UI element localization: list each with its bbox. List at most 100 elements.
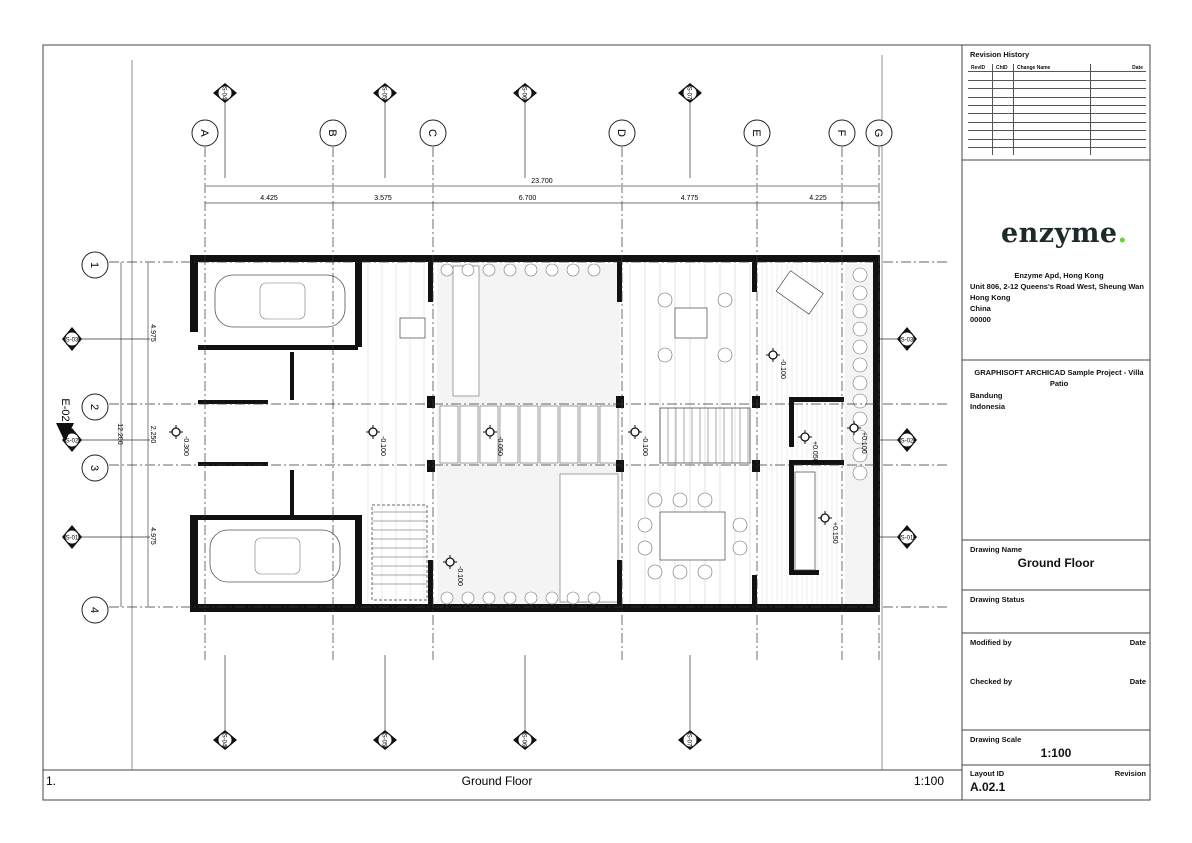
elevation-marker-arrow xyxy=(56,423,74,442)
level-marker-icon xyxy=(485,427,495,437)
grid-bubble-A xyxy=(191,119,219,147)
car-roof xyxy=(259,282,306,320)
section-marker-circle xyxy=(682,732,698,748)
section-marker-right: S-03 xyxy=(897,327,917,351)
col-chid: ChID xyxy=(992,64,1014,73)
level-marker-icon xyxy=(445,557,455,567)
wall xyxy=(789,460,794,575)
revision-history-table: RevID ChID Change Name Date xyxy=(968,64,1146,156)
car xyxy=(209,529,341,583)
drawing-title: Ground Floor xyxy=(462,774,533,788)
row-dimension: 4.975 xyxy=(149,324,156,342)
grid-bubble-B xyxy=(319,119,347,147)
planter xyxy=(524,591,538,605)
section-marker-label: S-05 xyxy=(381,87,387,100)
chair xyxy=(647,564,663,580)
drawing-scale-label: 1:100 xyxy=(914,774,944,788)
wall xyxy=(616,396,624,408)
layout-id-value: A.02.1 xyxy=(970,780,1006,794)
level-value: +0.150 xyxy=(831,522,838,544)
level-marker: -0.300 xyxy=(169,425,189,456)
chair xyxy=(637,540,653,556)
kitchen-counter xyxy=(794,471,816,571)
column-dimension: 4.775 xyxy=(681,195,699,202)
layout-id-label: Layout ID xyxy=(970,769,1005,778)
drawing-name-value: Ground Floor xyxy=(1017,556,1095,570)
planter xyxy=(545,591,559,605)
wall xyxy=(198,345,358,350)
revision-header-row: RevID ChID Change Name Date xyxy=(968,64,1146,73)
level-value: -0.100 xyxy=(779,359,786,379)
enzyme-logo: enzyme. xyxy=(1001,218,1128,249)
wall xyxy=(752,460,760,472)
location-line: Bandung xyxy=(970,391,1003,400)
grid-label: 4 xyxy=(88,607,100,613)
company-name: Enzyme Apd, Hong Kong xyxy=(1014,271,1104,280)
grid-bubble-1 xyxy=(81,251,109,279)
planter xyxy=(566,591,580,605)
planter xyxy=(461,591,475,605)
wall xyxy=(355,515,362,605)
level-marker-icon xyxy=(800,432,810,442)
chair xyxy=(672,564,688,580)
drawing-number: 1. xyxy=(46,774,56,788)
wall xyxy=(616,460,624,472)
overall-row-dimension: 12.200 xyxy=(116,423,123,445)
col-revid: RevID xyxy=(968,64,993,73)
location-line: Indonesia xyxy=(970,402,1006,411)
col-change-name: Change Name xyxy=(1013,64,1091,73)
section-marker-label: S-06 xyxy=(521,87,527,100)
wall xyxy=(752,262,757,292)
level-marker-icon xyxy=(630,427,640,437)
wall xyxy=(873,255,880,611)
level-value: +0.100 xyxy=(860,432,867,454)
drawing-scale-label: Drawing Scale xyxy=(970,735,1022,744)
sheet-border xyxy=(42,44,1151,801)
shrub xyxy=(852,339,868,355)
wall xyxy=(752,396,760,408)
grid-label: F xyxy=(835,130,847,137)
row-dimension: 4.975 xyxy=(149,527,156,545)
grid-bubble-G xyxy=(865,119,893,147)
modified-by-label: Modified by xyxy=(970,638,1012,647)
section-marker-label: S-07 xyxy=(686,734,692,747)
section-marker-top: S-06 xyxy=(513,83,537,103)
address-line: Hong Kong xyxy=(970,293,1011,302)
stepping-pad xyxy=(439,405,459,464)
planter xyxy=(587,263,601,277)
section-marker-bottom: S-04 xyxy=(213,730,237,750)
chair xyxy=(637,517,653,533)
wall xyxy=(428,560,433,604)
wall xyxy=(789,570,819,575)
section-marker-label: S-01 xyxy=(901,536,914,542)
row-dimension: 2.250 xyxy=(149,426,156,444)
planter xyxy=(503,263,517,277)
planter xyxy=(524,263,538,277)
planter xyxy=(440,263,454,277)
col-date: Date xyxy=(1090,64,1146,73)
floor-plan xyxy=(190,255,880,612)
planter xyxy=(566,263,580,277)
title-block-lines xyxy=(962,159,1150,766)
revision-history-title: Revision History xyxy=(970,50,1030,59)
section-marker-label: S-07 xyxy=(686,87,692,100)
grid-label: B xyxy=(326,129,338,136)
chair xyxy=(697,564,713,580)
checked-date-label: Date xyxy=(1129,677,1146,686)
section-marker-circle xyxy=(899,529,915,545)
section-marker-circle xyxy=(517,85,533,101)
section-marker-label: S-02 xyxy=(66,439,79,445)
chair xyxy=(657,292,673,308)
section-marker-label: S-06 xyxy=(521,734,527,747)
section-marker-left: S-01 xyxy=(62,525,82,549)
grid-label: 1 xyxy=(88,262,100,268)
planter xyxy=(482,263,496,277)
stepping-pad xyxy=(459,405,479,464)
level-marker: -0.100 xyxy=(628,425,648,456)
level-marker-icon xyxy=(849,423,859,433)
stepping-pad xyxy=(579,405,599,464)
section-marker-top: S-04 xyxy=(213,83,237,103)
section-marker-bottom: S-07 xyxy=(678,730,702,750)
grid-bubble-D xyxy=(608,119,636,147)
